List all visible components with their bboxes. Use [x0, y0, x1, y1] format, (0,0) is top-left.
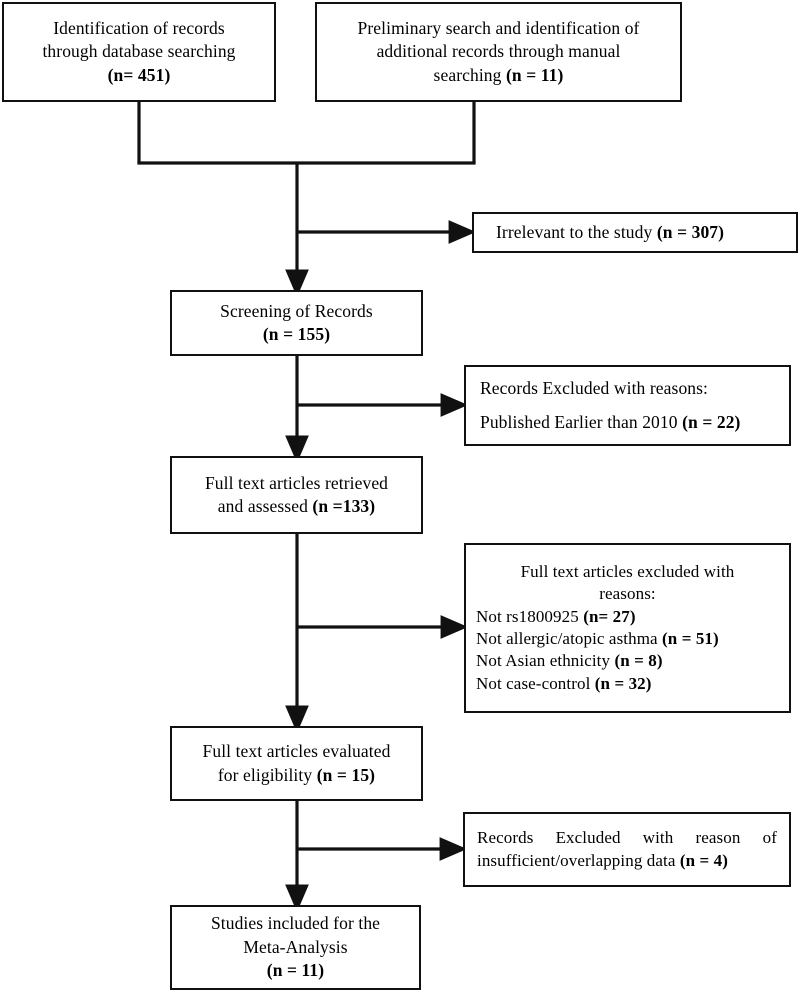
box-identification-database-searching: Identification of records through databa…: [2, 2, 276, 102]
screening-line-1: Screening of Records: [220, 300, 373, 321]
box-fulltext-evaluated-eligibility: Full text articles evaluated for eligibi…: [170, 726, 423, 801]
box-excluded-insufficient-data: Records Excluded with reason of insuffic…: [463, 812, 791, 887]
db-search-line-2: through database searching: [42, 41, 236, 62]
excluded-reason-item-2: Not allergic/atopic asthma (n = 51): [476, 629, 719, 648]
fulltext-count: and assessed (n =133): [217, 496, 376, 516]
excluded-reasons-heading-1: Full text articles excluded with: [520, 561, 735, 581]
included-line-2: Meta-Analysis: [243, 936, 348, 957]
excluded-year-reason: Published Earlier than 2010 (n = 22): [480, 412, 741, 432]
excluded-reason-item-1: Not rs1800925 (n= 27): [476, 606, 636, 626]
db-search-count: (n= 451): [107, 64, 171, 85]
excluded-reason-item-4: Not case-control (n = 32): [476, 673, 652, 693]
eligibility-count: for eligibility (n = 15): [217, 764, 376, 785]
manual-search-line-2: additional records through manual: [376, 41, 621, 62]
included-count: (n = 11): [266, 960, 325, 981]
box-fulltext-retrieved-assessed: Full text articles retrieved and assesse…: [170, 456, 423, 534]
box-excluded-irrelevant: Irrelevant to the study (n = 307): [472, 212, 798, 253]
fulltext-line-1: Full text articles retrieved: [204, 472, 389, 493]
box-excluded-published-earlier: Records Excluded with reasons: Published…: [464, 365, 791, 446]
manual-search-count: searching (n = 11): [433, 64, 564, 85]
irrelevant-text: Irrelevant to the study (n = 307): [496, 221, 725, 242]
excluded-data-line-1: Records Excluded with reason of: [477, 827, 777, 847]
excluded-reason-item-3: Not Asian ethnicity (n = 8): [476, 651, 663, 671]
eligibility-line-1: Full text articles evaluated: [202, 741, 391, 762]
box-identification-manual-searching: Preliminary search and identification of…: [315, 2, 682, 102]
box-excluded-fulltext-reasons: Full text articles excluded with reasons…: [464, 543, 791, 713]
excluded-year-heading: Records Excluded with reasons:: [480, 377, 709, 398]
box-screening-of-records: Screening of Records (n = 155): [170, 290, 423, 356]
box-studies-included-meta-analysis: Studies included for the Meta-Analysis (…: [170, 905, 421, 990]
manual-search-line-1: Preliminary search and identification of: [357, 17, 640, 38]
excluded-data-line-2: insufficient/overlapping data (n = 4): [477, 850, 729, 870]
screening-count: (n = 155): [262, 324, 331, 344]
included-line-1: Studies included for the: [210, 913, 381, 934]
excluded-reasons-heading-2: reasons:: [599, 584, 656, 604]
db-search-line-1: Identification of records: [53, 17, 225, 38]
